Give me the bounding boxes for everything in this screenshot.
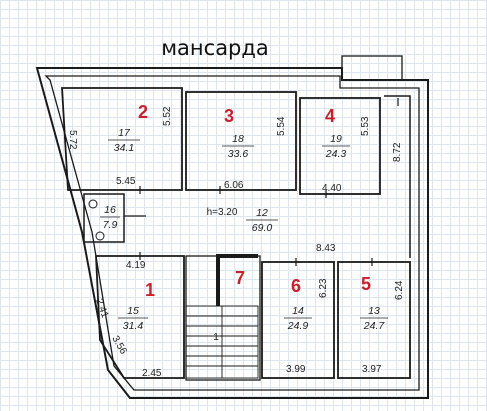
room-18-label: 3 bbox=[224, 106, 234, 126]
room-13-number: 13 bbox=[368, 305, 380, 317]
room-14-outline bbox=[261, 261, 335, 379]
dim-8-43: 8.43 bbox=[316, 243, 336, 254]
stairs bbox=[185, 305, 259, 379]
room-15-label: 1 bbox=[145, 280, 155, 300]
corridor-right-wall bbox=[384, 95, 411, 258]
dim-5-54: 5.54 bbox=[276, 116, 287, 136]
room-18-area: 33.6 bbox=[228, 148, 249, 160]
stair-mark: 1 bbox=[213, 332, 219, 343]
room-18-number: 18 bbox=[232, 133, 244, 145]
room-19-outline bbox=[299, 97, 381, 195]
stair-hall-outline bbox=[185, 255, 261, 381]
room-17-outline bbox=[61, 87, 183, 191]
door-ticks bbox=[124, 98, 399, 266]
room-13-outline bbox=[337, 261, 411, 379]
room-14-number: 14 bbox=[292, 305, 304, 317]
inner-wall bbox=[44, 75, 420, 391]
dim-5-72: 5.72 bbox=[67, 130, 78, 150]
room-18-outline bbox=[185, 91, 297, 191]
room-17-number: 17 bbox=[118, 127, 131, 139]
room-15-number: 15 bbox=[127, 305, 139, 317]
dim-4-40: 4.40 bbox=[322, 183, 342, 194]
room-13-label: 5 bbox=[361, 274, 371, 294]
balcony bbox=[341, 55, 403, 81]
room-12-area: 69.0 bbox=[252, 222, 273, 234]
dim-6-23: 6.23 bbox=[318, 278, 329, 298]
dim-5-45: 5.45 bbox=[116, 176, 136, 187]
room-16-area: 7.9 bbox=[103, 219, 118, 231]
room-12-number: 12 bbox=[256, 207, 268, 219]
dim-2-45: 2.45 bbox=[142, 368, 162, 379]
floor-title: мансарда bbox=[161, 36, 269, 60]
room-19-area: 24.3 bbox=[325, 148, 347, 160]
room-16-outline bbox=[83, 193, 125, 243]
dim-6-06: 6.06 bbox=[224, 180, 244, 191]
room-15-outline bbox=[95, 255, 185, 379]
room-17-label: 2 bbox=[138, 102, 148, 122]
room-14-label: 6 bbox=[291, 276, 301, 296]
room-16-number: 16 bbox=[104, 204, 116, 216]
room-14-area: 24.9 bbox=[287, 320, 309, 332]
dim-6-24: 6.24 bbox=[394, 280, 405, 300]
height-note: h=3.20 bbox=[207, 207, 238, 218]
room-15-area: 31.4 bbox=[123, 320, 144, 332]
room-13-area: 24.7 bbox=[363, 320, 386, 332]
room-19-number: 19 bbox=[330, 133, 342, 145]
dim-8-72: 8.72 bbox=[392, 142, 403, 162]
room-19-label: 4 bbox=[325, 106, 335, 126]
dim-4-19: 4.19 bbox=[126, 260, 146, 271]
dim-3-97: 3.97 bbox=[362, 364, 382, 375]
dim-5-53: 5.53 bbox=[360, 116, 371, 136]
dim-5-52: 5.52 bbox=[162, 106, 173, 126]
stair-hall-thick bbox=[216, 254, 258, 306]
dim-3-99: 3.99 bbox=[286, 364, 306, 375]
stair-hall-label: 7 bbox=[235, 268, 245, 288]
room-17-area: 34.1 bbox=[114, 142, 134, 154]
